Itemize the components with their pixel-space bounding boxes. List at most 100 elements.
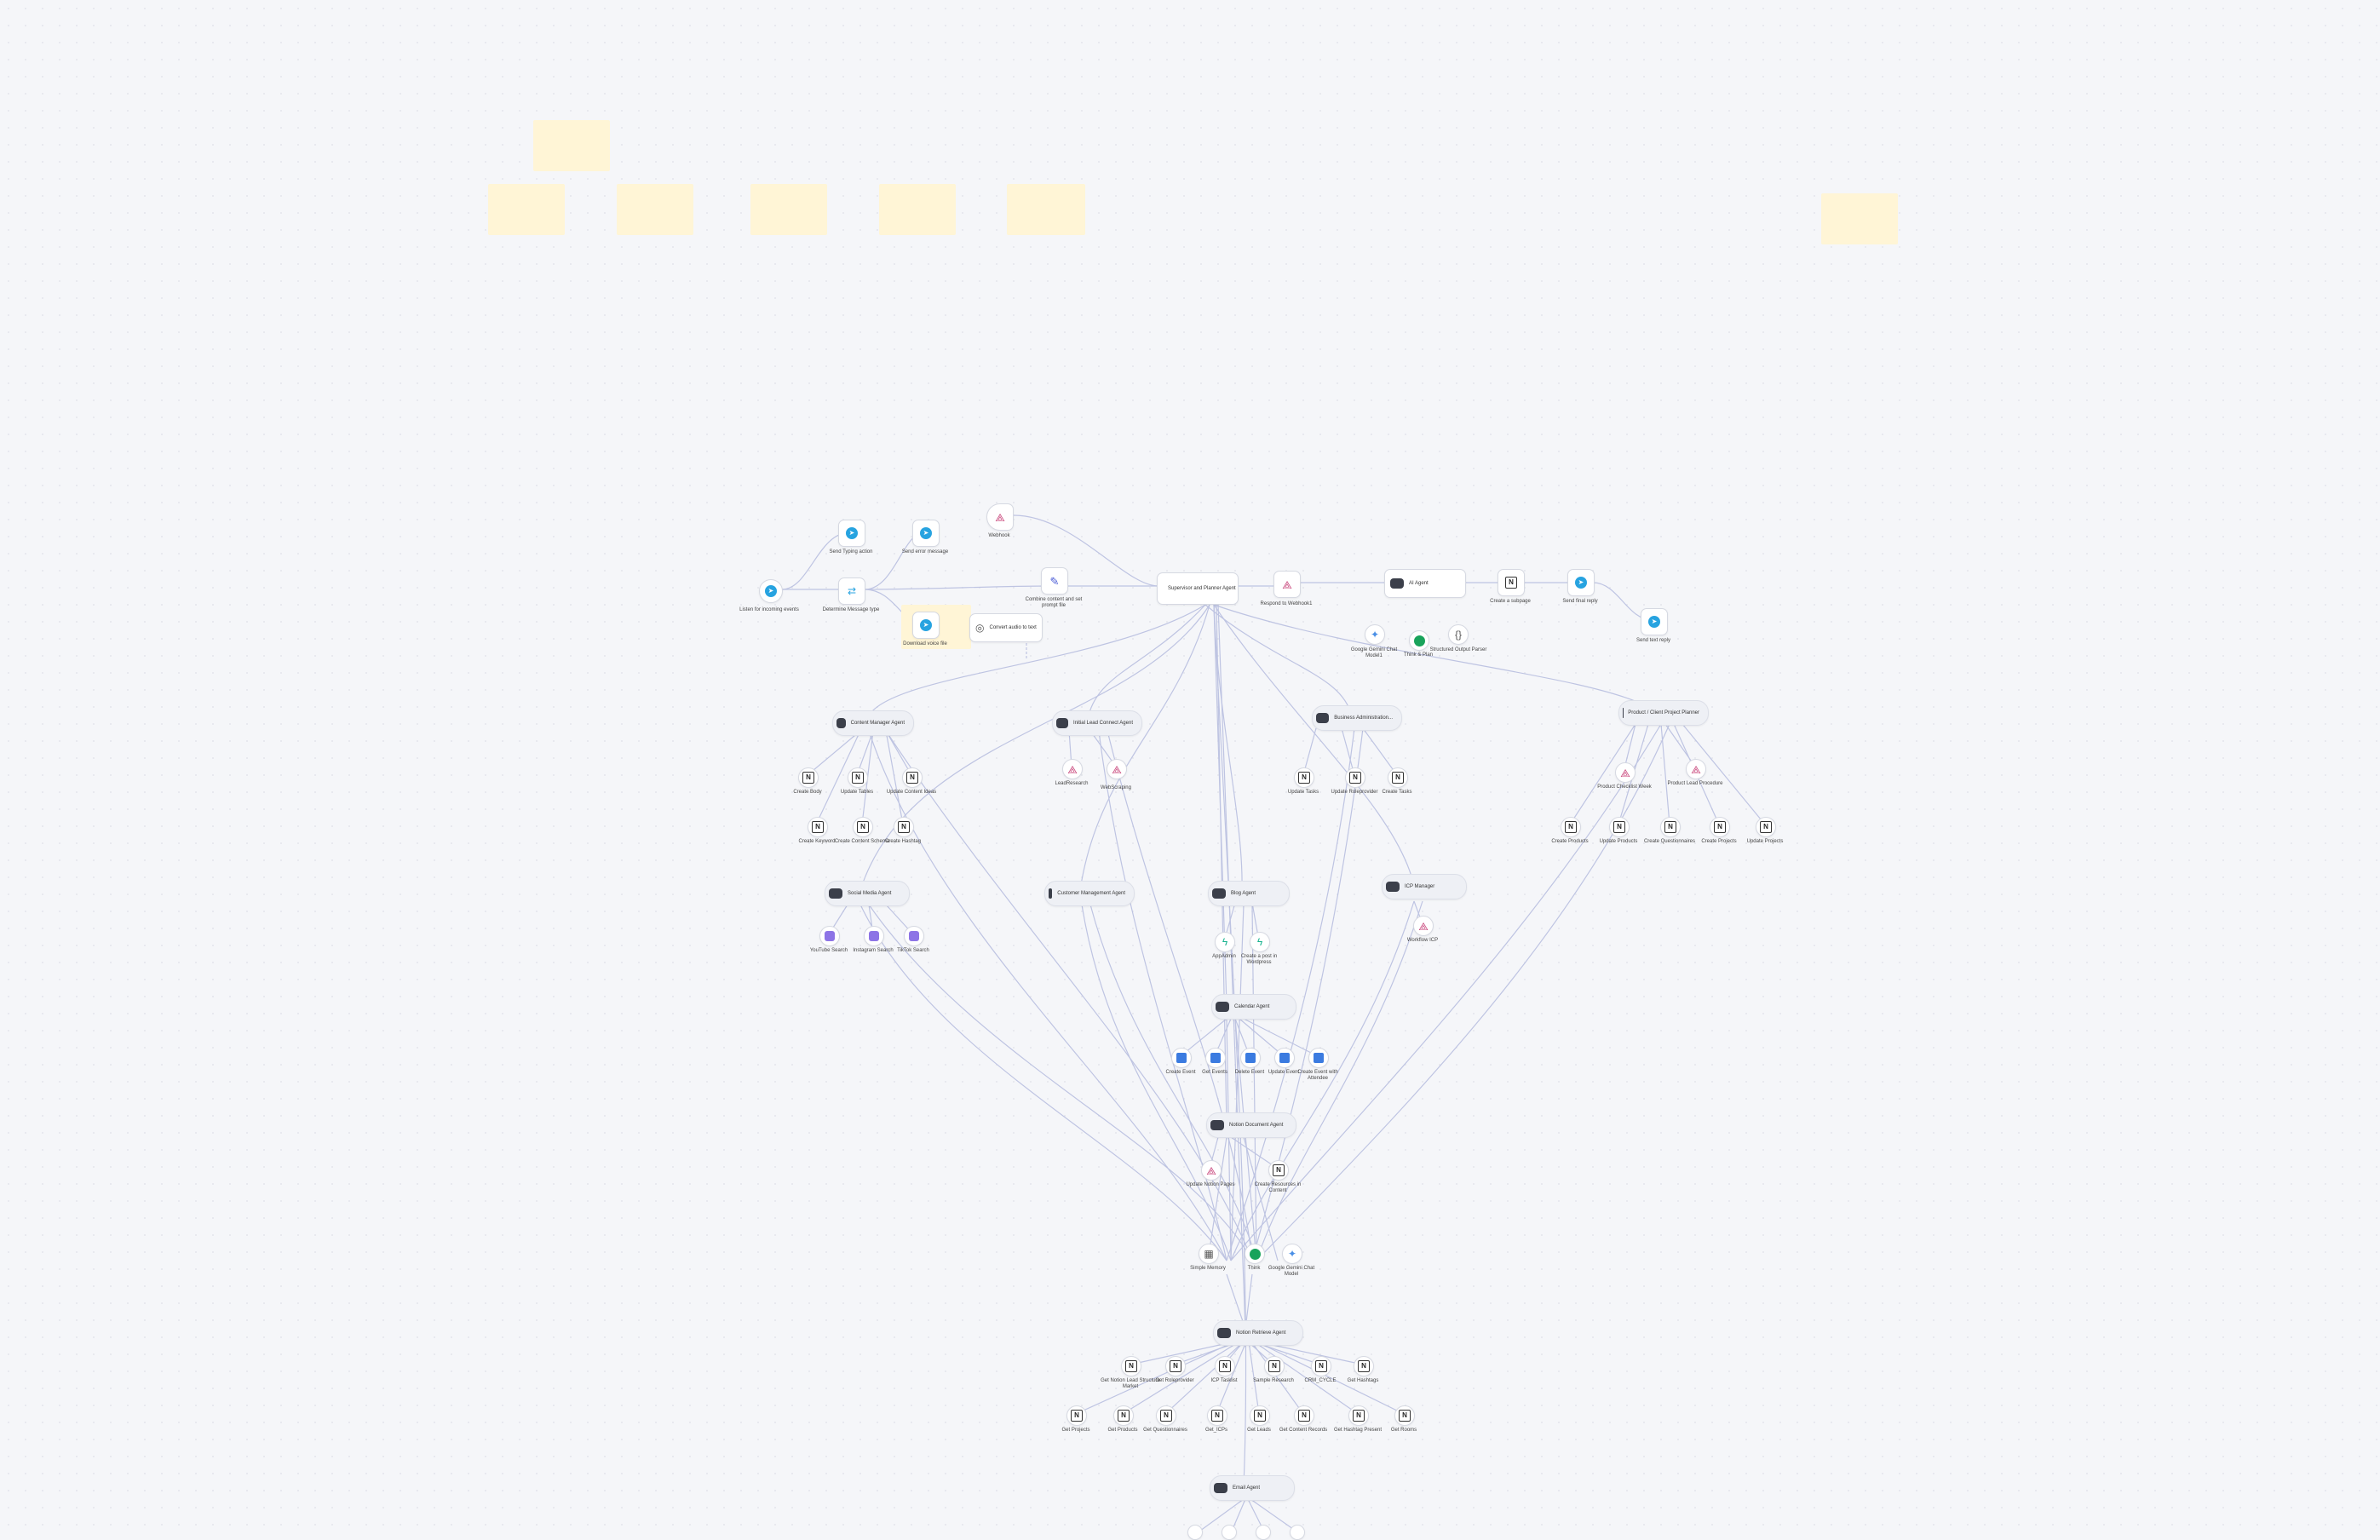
- tool-node[interactable]: N: [1348, 1405, 1369, 1426]
- tool-node[interactable]: N: [1121, 1356, 1141, 1376]
- notion-icon: N: [1399, 1410, 1411, 1422]
- tool-node[interactable]: ⟁: [1201, 1160, 1222, 1181]
- node-label: Customer Management Agent: [1057, 891, 1125, 897]
- tool-node[interactable]: N: [1660, 817, 1681, 837]
- tool-node[interactable]: ⟁: [1062, 759, 1083, 779]
- tool-node[interactable]: ϟ: [1215, 932, 1235, 952]
- node-label: Combine content and set prompt file: [1024, 597, 1084, 609]
- tool-node[interactable]: N: [1294, 767, 1314, 788]
- tool-node[interactable]: N: [1710, 817, 1730, 837]
- notion-icon: N: [1268, 1360, 1280, 1372]
- tool-node[interactable]: N: [1394, 1405, 1415, 1426]
- think-tool-node[interactable]: [1245, 1244, 1265, 1264]
- create-subpage-node[interactable]: N: [1498, 569, 1525, 596]
- download-voice-node[interactable]: ➤: [912, 612, 940, 639]
- combine-content-node[interactable]: ✎: [1041, 567, 1068, 595]
- tool-node[interactable]: [1222, 1525, 1237, 1540]
- tool-node[interactable]: [1290, 1525, 1305, 1540]
- sticky-note[interactable]: [1007, 184, 1085, 235]
- tool-node[interactable]: N: [1264, 1356, 1285, 1376]
- node-label: Structured Output Parser: [1429, 647, 1488, 653]
- telegram-trigger-node[interactable]: ➤: [759, 579, 783, 603]
- tool-node[interactable]: [1274, 1048, 1295, 1068]
- content-manager-agent[interactable]: Content Manager Agent: [832, 710, 914, 736]
- node-label: Create Hashtag: [873, 839, 933, 845]
- think-node[interactable]: [1409, 630, 1429, 651]
- sticky-note[interactable]: [617, 184, 693, 235]
- tool-node[interactable]: [1187, 1525, 1203, 1540]
- tool-node[interactable]: N: [1294, 1405, 1314, 1426]
- calendar-agent[interactable]: Calendar Agent: [1211, 994, 1296, 1020]
- tool-node[interactable]: N: [894, 817, 914, 837]
- tool-node[interactable]: [819, 926, 840, 946]
- determine-type-node[interactable]: ⇄: [838, 578, 865, 605]
- webhook-node[interactable]: ⟁: [986, 503, 1014, 531]
- tool-node[interactable]: [1308, 1048, 1329, 1068]
- sticky-note[interactable]: [750, 184, 827, 235]
- tool-node[interactable]: [1256, 1525, 1271, 1540]
- tool-node[interactable]: N: [808, 817, 828, 837]
- send-text-node[interactable]: ➤: [1641, 608, 1668, 635]
- tool-node[interactable]: N: [1250, 1405, 1270, 1426]
- output-parser-node[interactable]: {}: [1448, 624, 1469, 645]
- blog-agent[interactable]: Blog Agent: [1208, 881, 1290, 906]
- send-final-node[interactable]: ➤: [1567, 569, 1595, 596]
- tool-node[interactable]: ⟁: [1107, 759, 1127, 779]
- sticky-note[interactable]: [879, 184, 956, 235]
- memory-icon: ▦: [1204, 1249, 1213, 1259]
- tool-node[interactable]: N: [1388, 767, 1408, 788]
- tool-node[interactable]: N: [1268, 1160, 1289, 1181]
- notion-icon: N: [898, 821, 910, 833]
- memory-node[interactable]: ▦: [1199, 1244, 1219, 1264]
- notion-retrieve-agent[interactable]: Notion Retrieve Agent: [1213, 1320, 1303, 1346]
- sticky-note[interactable]: [533, 120, 610, 171]
- social-media-agent[interactable]: Social Media Agent: [825, 881, 910, 906]
- customer-mgmt-agent[interactable]: Customer Management Agent: [1044, 881, 1135, 906]
- node-label: Listen for incoming events: [739, 607, 799, 613]
- tool-node[interactable]: [1240, 1048, 1261, 1068]
- tool-node[interactable]: ϟ: [1250, 932, 1270, 952]
- notion-document-agent[interactable]: Notion Document Agent: [1206, 1112, 1296, 1138]
- gemini-model-node[interactable]: ✦: [1365, 624, 1385, 645]
- tool-node[interactable]: N: [798, 767, 819, 788]
- email-agent[interactable]: Email Agent: [1210, 1475, 1295, 1501]
- tool-node[interactable]: N: [1311, 1356, 1331, 1376]
- tool-node[interactable]: [904, 926, 924, 946]
- product-client-agent[interactable]: Product / Client Project Planner: [1618, 700, 1709, 726]
- tool-node[interactable]: N: [1113, 1405, 1134, 1426]
- initial-lead-agent[interactable]: Initial Lead Connect Agent: [1052, 710, 1142, 736]
- tool-node[interactable]: N: [1207, 1405, 1227, 1426]
- tool-node[interactable]: N: [853, 817, 873, 837]
- tool-node[interactable]: N: [1345, 767, 1365, 788]
- tool-node[interactable]: N: [902, 767, 923, 788]
- gemini-model-node[interactable]: ✦: [1282, 1244, 1302, 1264]
- tool-node[interactable]: [864, 926, 884, 946]
- tool-node[interactable]: N: [1609, 817, 1630, 837]
- business-admin-agent[interactable]: Business Administration...: [1312, 705, 1402, 731]
- tool-node[interactable]: N: [1215, 1356, 1235, 1376]
- tool-node[interactable]: N: [1165, 1356, 1186, 1376]
- tool-node[interactable]: N: [1156, 1405, 1176, 1426]
- ai-agent-node[interactable]: AI Agent: [1384, 569, 1466, 598]
- tool-node[interactable]: [1205, 1048, 1226, 1068]
- tool-node[interactable]: ⟁: [1615, 762, 1636, 783]
- sticky-note[interactable]: [1821, 193, 1898, 244]
- tool-node[interactable]: N: [1354, 1356, 1374, 1376]
- tool-node[interactable]: N: [848, 767, 868, 788]
- sticky-note[interactable]: [488, 184, 565, 235]
- tool-node[interactable]: ⟁: [1686, 759, 1706, 779]
- supervisor-agent-node[interactable]: Supervisor and Planner Agent: [1157, 572, 1239, 605]
- send-typing-node[interactable]: ➤: [838, 520, 865, 547]
- gemini-icon: ✦: [1288, 1249, 1296, 1259]
- icp-manager-agent[interactable]: ICP Manager: [1382, 874, 1467, 899]
- tool-node[interactable]: N: [1561, 817, 1581, 837]
- tool-node[interactable]: [1171, 1048, 1192, 1068]
- respond-webhook-node[interactable]: ⟁: [1273, 571, 1301, 598]
- node-label: Product / Client Project Planner: [1628, 710, 1699, 716]
- tool-node[interactable]: N: [1066, 1405, 1087, 1426]
- send-error-node[interactable]: ➤: [912, 520, 940, 547]
- tool-node[interactable]: ⟁: [1413, 916, 1434, 936]
- tool-node[interactable]: N: [1756, 817, 1776, 837]
- convert-audio-node[interactable]: ◎Convert audio to text: [969, 613, 1043, 642]
